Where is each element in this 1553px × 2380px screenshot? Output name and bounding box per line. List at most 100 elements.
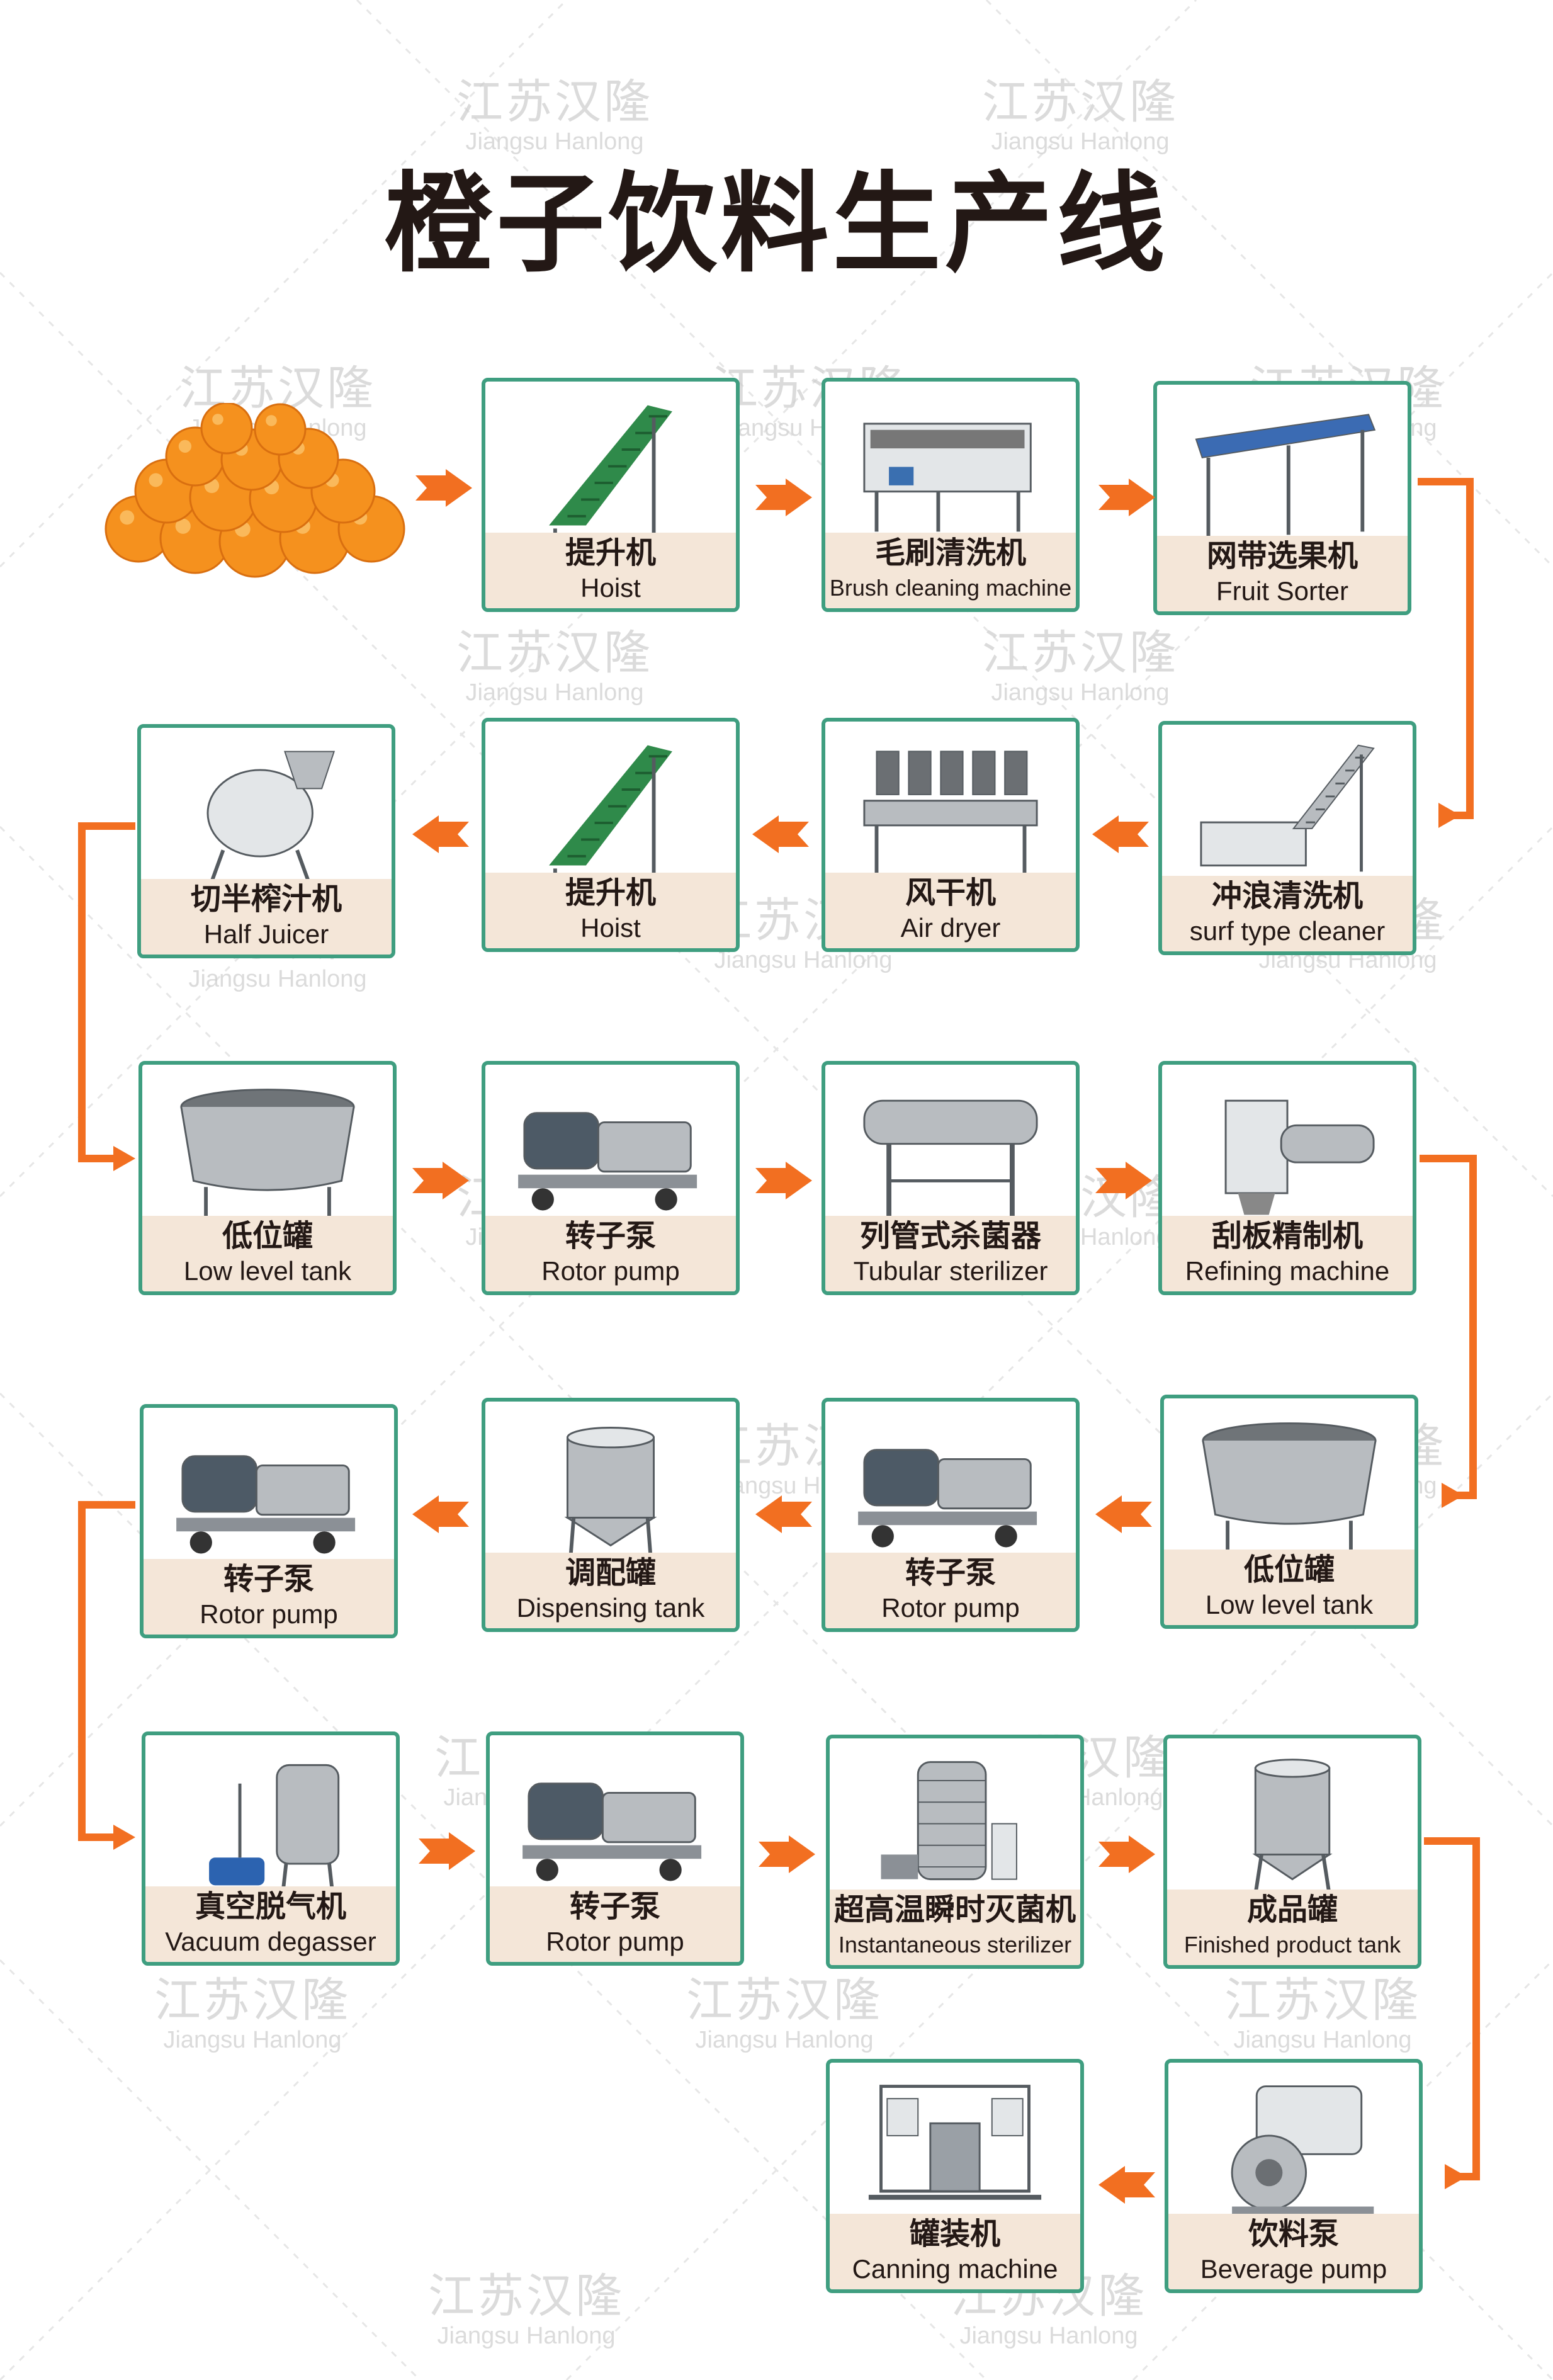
equipment-label: 毛刷清洗机 Brush cleaning machine	[825, 533, 1076, 608]
belt-sorter-icon	[1195, 414, 1376, 538]
arrow-left-icon	[1092, 815, 1149, 853]
arrow-right-icon	[1095, 1162, 1152, 1199]
equipment-name-zh: 网带选果机	[1206, 538, 1358, 574]
arrow-right-icon	[419, 1832, 475, 1870]
equipment-name-zh: 转子泵	[905, 1555, 996, 1590]
equipment-name-en: Canning machine	[852, 2254, 1058, 2284]
air-dryer-icon	[863, 751, 1038, 875]
arrow-right-icon	[1098, 1835, 1155, 1873]
brush-washer-icon	[863, 422, 1032, 532]
equipment-card: 低位罐 Low level tank	[1160, 1395, 1418, 1629]
connector-arrowhead	[113, 1825, 135, 1850]
surf-washer-icon	[1200, 744, 1375, 872]
equipment-name-en: Finished product tank	[1183, 1932, 1401, 1958]
tubular-sterilizer-icon	[863, 1099, 1038, 1218]
arrow-left-icon	[752, 815, 809, 853]
arrow-left-icon	[755, 1495, 812, 1533]
equipment-name-zh: 真空脱气机	[195, 1889, 346, 1924]
rotor-pump-icon	[176, 1455, 356, 1554]
equipment-name-zh: 冲浪清洗机	[1211, 878, 1363, 914]
equipment-name-zh: 提升机	[565, 535, 656, 570]
equipment-label: 真空脱气机 Vacuum degasser	[145, 1886, 396, 1962]
low-tank-icon	[1202, 1422, 1377, 1552]
rotor-pump-icon	[522, 1782, 702, 1881]
connector-row4-row5	[78, 1501, 135, 1841]
refiner-icon	[1224, 1099, 1375, 1215]
equipment-name-zh: 调配罐	[565, 1555, 656, 1590]
arrow-right-icon	[1098, 479, 1155, 516]
equipment-name-en: Dispensing tank	[516, 1593, 705, 1623]
equipment-name-en: Fruit Sorter	[1216, 576, 1349, 606]
equipment-name-zh: 切半榨汁机	[190, 881, 342, 917]
equipment-name-zh: 转子泵	[223, 1561, 314, 1597]
equipment-name-zh: 风干机	[905, 875, 996, 910]
equipment-name-en: Low level tank	[183, 1256, 352, 1286]
equipment-name-en: Instantaneous sterilizer	[838, 1932, 1072, 1958]
degasser-icon	[209, 1764, 340, 1892]
equipment-name-en: Half Juicer	[203, 919, 329, 949]
equipment-name-zh: 提升机	[565, 875, 656, 910]
rotor-pump-icon	[858, 1449, 1037, 1548]
equipment-name-en: Hoist	[580, 913, 641, 943]
equipment-card: 毛刷清洗机 Brush cleaning machine	[822, 378, 1080, 612]
arrow-left-icon	[1095, 1495, 1152, 1533]
equipment-name-en: Low level tank	[1205, 1590, 1374, 1619]
equipment-name-zh: 超高温瞬时灭菌机	[833, 1892, 1076, 1927]
equipment-name-zh: 刮板精制机	[1211, 1218, 1363, 1254]
rotor-pump-icon	[518, 1112, 697, 1211]
equipment-name-en: Beverage pump	[1200, 2254, 1387, 2284]
equipment-name-zh: 转子泵	[565, 1218, 656, 1254]
arrow-left-icon	[412, 1495, 469, 1533]
equipment-name-zh: 毛刷清洗机	[874, 535, 1026, 570]
connector-row2-row3	[78, 822, 135, 1162]
equipment-name-zh: 低位罐	[222, 1218, 313, 1254]
equipment-name-en: Vacuum degasser	[165, 1927, 376, 1956]
equipment-name-en: Rotor pump	[881, 1593, 1020, 1623]
page-title: 橙子饮料生产线	[384, 159, 1169, 287]
equipment-name-en: Brush cleaning machine	[829, 575, 1072, 601]
equipment-card: 超高温瞬时灭菌机 Instantaneous sterilizer	[826, 1735, 1084, 1969]
beverage-pump-icon	[1231, 2085, 1374, 2218]
equipment-name-en: Hoist	[580, 573, 641, 603]
connector-row3-row4	[1420, 1155, 1477, 1499]
equipment-name-en: Air dryer	[900, 913, 1001, 943]
equipment-name-en: Rotor pump	[546, 1927, 684, 1956]
equipment-label: 超高温瞬时灭菌机 Instantaneous sterilizer	[830, 1890, 1080, 1965]
product-tank-icon	[1252, 1759, 1333, 1895]
equipment-name-en: surf type cleaner	[1189, 916, 1386, 946]
equipment-name-en: Rotor pump	[541, 1256, 680, 1286]
incline-conveyor-icon	[549, 745, 672, 878]
arrow-left-icon	[412, 815, 469, 853]
arrow-right-icon	[755, 479, 812, 516]
equipment-name-zh: 低位罐	[1243, 1552, 1335, 1587]
connector-arrowhead	[113, 1146, 135, 1171]
